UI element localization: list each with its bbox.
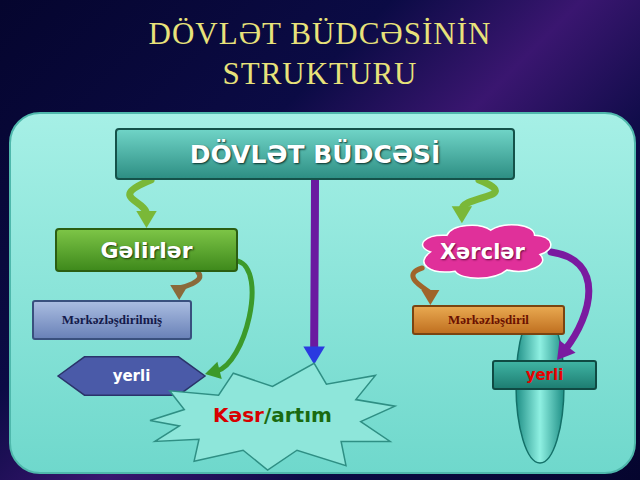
arrow-shaft [217, 261, 252, 371]
node-label: DÖVLƏT BÜDCƏSİ [190, 140, 441, 169]
text-group: Xərclər [440, 240, 525, 264]
text-group: yerli [526, 366, 564, 384]
arrow-shaft [310, 180, 319, 350]
arrow-shaft [130, 180, 151, 214]
node-label: Mərkəzləşdiril [448, 312, 529, 327]
flow-arrow [452, 180, 496, 223]
node-label: Kəsr [213, 403, 264, 427]
node-label: yerli [113, 367, 151, 385]
text-group: Gəlirlər [100, 238, 192, 263]
arrow-shaft [462, 180, 495, 210]
node-label: Gəlirlər [100, 238, 192, 263]
income-box: Gəlirlər [55, 228, 238, 272]
flow-arrow [413, 268, 440, 305]
centralized-box: Mərkəzləşdirilmiş [32, 300, 192, 340]
local-pentagon: yerli [58, 356, 205, 396]
text-group: Mərkəzləşdirilmiş [62, 312, 162, 328]
flow-arrow [170, 272, 200, 300]
flow-arrow [205, 261, 252, 379]
content-panel [10, 113, 635, 473]
arrow-head [303, 346, 325, 364]
arrow-shaft [413, 268, 431, 293]
text-group: yerli [113, 367, 151, 385]
arrow-head [136, 211, 156, 228]
arrow-head [452, 206, 472, 223]
node-label: /artım [264, 403, 332, 427]
arrow-head [421, 290, 439, 305]
text-group: Mərkəzləşdiril [448, 312, 529, 328]
local-box: yerli [492, 360, 597, 390]
centralized-box: Mərkəzləşdiril [412, 305, 565, 335]
arrow-head [557, 340, 575, 360]
text-group: Kəsr/artım [213, 403, 332, 427]
arrow-head [170, 285, 188, 300]
deficit-starburst: Kəsr/artım [150, 360, 395, 470]
node-label: yerli [526, 366, 564, 384]
root-box: DÖVLƏT BÜDCƏSİ [115, 128, 515, 180]
text-group: DÖVLƏT BÜDCƏSİ [190, 140, 441, 169]
diagram-title: DÖVLƏT BÜDCƏSİNİN STRUKTURU [110, 14, 530, 94]
expense-cloud: Xərclər [414, 220, 551, 284]
node-label: Xərclər [440, 240, 525, 264]
flow-arrow [303, 180, 325, 364]
arrow-head [205, 362, 222, 379]
node-label: Mərkəzləşdirilmiş [62, 312, 162, 327]
flow-arrow [130, 180, 157, 228]
